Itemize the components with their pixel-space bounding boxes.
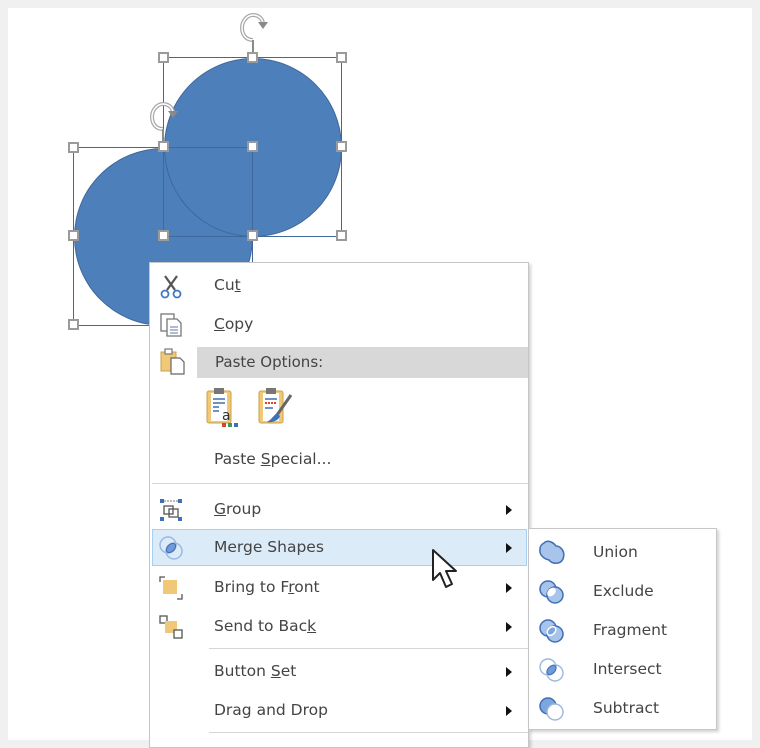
menu-item-label: Button Set: [214, 662, 297, 680]
submenu-arrow-icon: [506, 706, 512, 716]
intersect-icon: [539, 658, 564, 682]
exclude-icon: [539, 580, 564, 604]
union-icon: [539, 540, 565, 564]
paste-text-only-icon[interactable]: a: [205, 387, 243, 429]
resize-handle[interactable]: [68, 319, 79, 330]
context-menu: Cut Copy Paste Options: a: [149, 262, 529, 748]
menu-item-label: Cut: [214, 276, 241, 294]
scissors-icon: [160, 275, 182, 299]
menu-item-label: Drag and Drop: [214, 701, 328, 719]
menu-item-copy[interactable]: Copy: [152, 306, 527, 343]
menu-separator: [152, 483, 528, 484]
menu-separator: [209, 732, 528, 733]
subtract-icon: [539, 697, 564, 721]
menu-item-send-to-back[interactable]: Send to Back: [152, 608, 527, 645]
submenu-arrow-icon: [506, 622, 512, 632]
menu-item-drag-and-drop[interactable]: Drag and Drop: [152, 692, 527, 729]
submenu-arrow-icon: [506, 667, 512, 677]
submenu-item-fragment[interactable]: Fragment: [530, 611, 715, 650]
submenu-item-subtract[interactable]: Subtract: [530, 689, 715, 728]
resize-handle[interactable]: [68, 142, 79, 153]
svg-text:a: a: [222, 408, 231, 424]
menu-item-bring-to-front[interactable]: Bring to Front: [152, 569, 527, 606]
merge-shapes-icon: [159, 536, 183, 560]
menu-item-cut[interactable]: Cut: [152, 267, 527, 304]
menu-item-merge-shapes[interactable]: Merge Shapes: [152, 529, 527, 566]
menu-item-label: Merge Shapes: [214, 538, 324, 556]
send-to-back-icon: [159, 615, 183, 639]
resize-handle[interactable]: [336, 141, 347, 152]
submenu-item-label: Intersect: [593, 660, 662, 678]
group-icon: [160, 499, 182, 521]
submenu-item-label: Exclude: [593, 582, 654, 600]
menu-separator: [209, 648, 528, 649]
submenu-item-exclude[interactable]: Exclude: [530, 572, 715, 611]
submenu-item-label: Fragment: [593, 621, 668, 639]
resize-handle[interactable]: [68, 230, 79, 241]
menu-item-label: Bring to Front: [214, 578, 320, 596]
bring-to-front-icon: [159, 576, 183, 600]
paste-icon: [160, 348, 185, 375]
menu-item-label: Paste Special...: [214, 450, 332, 468]
mouse-cursor-icon: [432, 549, 457, 588]
submenu-arrow-icon: [506, 583, 512, 593]
merge-shapes-submenu: Union Exclude Fragment Intersect Subtrac…: [528, 528, 717, 730]
menu-item-label: Copy: [214, 315, 254, 333]
menu-item-group[interactable]: Group: [152, 491, 527, 528]
resize-handle[interactable]: [247, 230, 258, 241]
paste-format-brush-icon[interactable]: [257, 387, 297, 429]
resize-handle[interactable]: [247, 141, 258, 152]
submenu-item-union[interactable]: Union: [530, 533, 715, 572]
resize-handle[interactable]: [247, 52, 258, 63]
resize-handle[interactable]: [158, 52, 169, 63]
resize-handle[interactable]: [158, 141, 169, 152]
menu-item-paste-special[interactable]: Paste Special...: [152, 441, 527, 478]
resize-handle[interactable]: [158, 230, 169, 241]
rotate-handle-top[interactable]: [236, 10, 270, 58]
submenu-arrow-icon: [506, 543, 512, 553]
submenu-arrow-icon: [506, 505, 512, 515]
paste-options-header: Paste Options:: [197, 347, 528, 378]
submenu-item-label: Union: [593, 543, 638, 561]
fragment-icon: [539, 619, 564, 643]
rotate-handle-bottom[interactable]: [146, 99, 180, 147]
menu-item-label: Group: [214, 500, 262, 518]
submenu-item-intersect[interactable]: Intersect: [530, 650, 715, 689]
resize-handle[interactable]: [336, 52, 347, 63]
menu-item-button-set[interactable]: Button Set: [152, 653, 527, 690]
copy-icon: [160, 313, 182, 337]
submenu-item-label: Subtract: [593, 699, 660, 717]
menu-item-label: Send to Back: [214, 617, 317, 635]
resize-handle[interactable]: [336, 230, 347, 241]
